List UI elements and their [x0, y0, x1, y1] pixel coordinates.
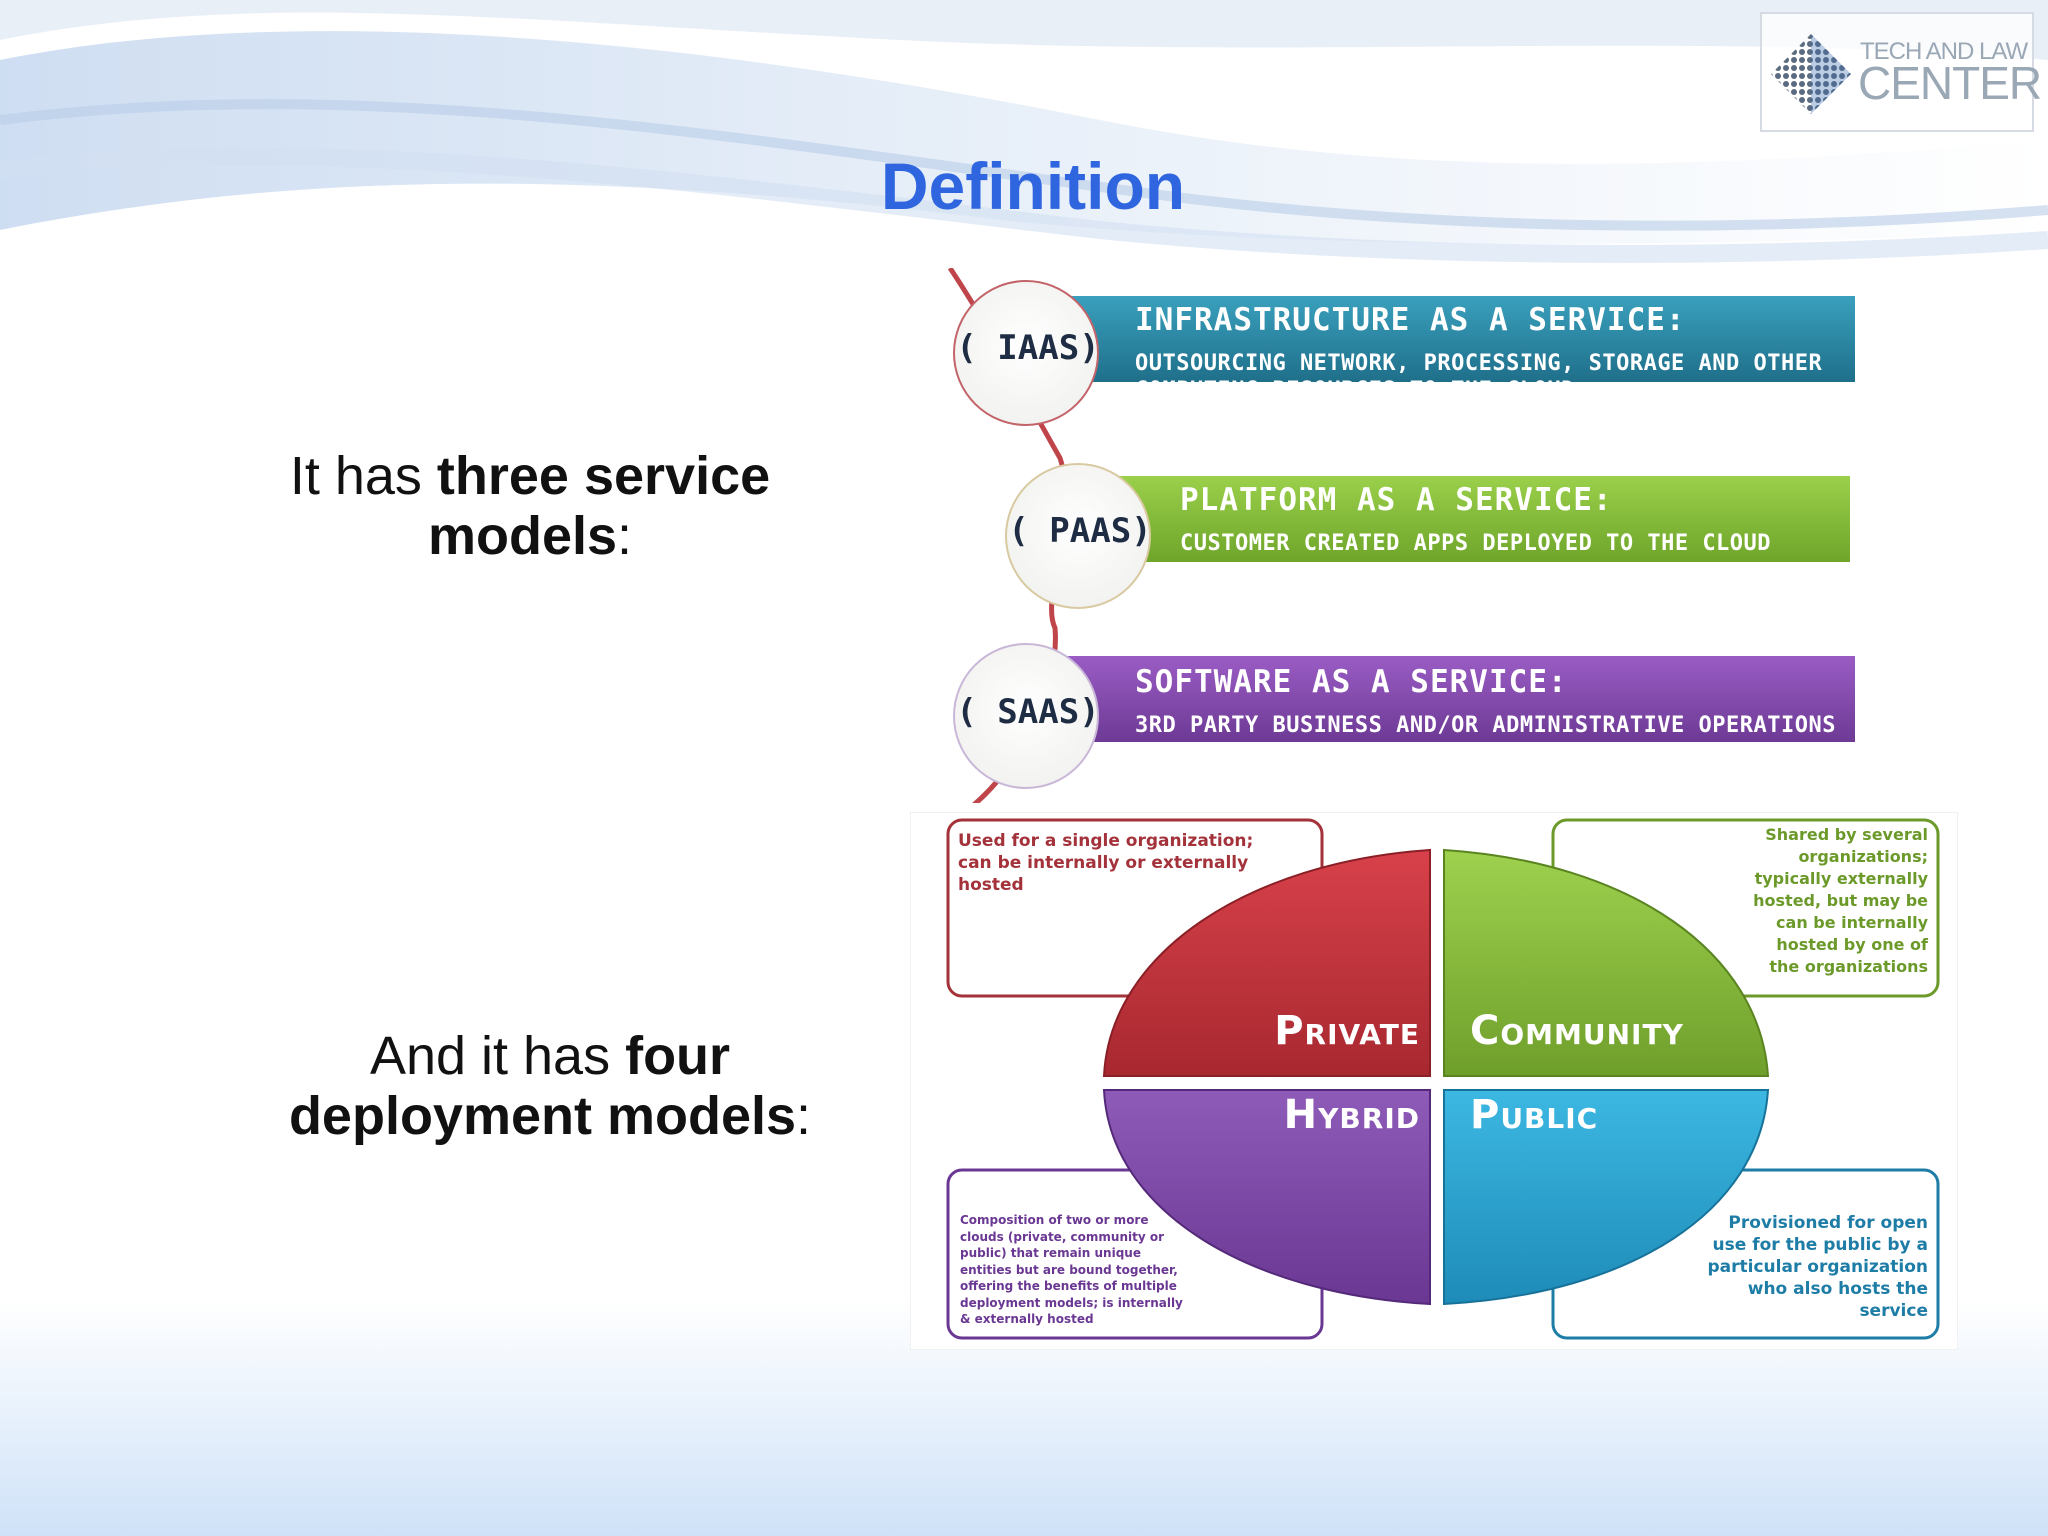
saas-heading: SOFTWARE AS A SERVICE: [1135, 664, 1568, 700]
paas-desc-1: CUSTOMER CREATED APPS DEPLOYED TO THE CL… [1180, 531, 1772, 556]
iaas-heading: INFRASTRUCTURE AS A SERVICE: [1135, 302, 1686, 338]
public-desc-line: service [1859, 1301, 1928, 1321]
service-models-diagram: ( IAAS) ( PAAS) ( SAAS) INFRASTRUCTURE A… [910, 268, 1950, 803]
service-models-caption: It has three service models: [230, 446, 830, 566]
hybrid-desc-line: clouds (private, community or [960, 1229, 1165, 1244]
slide-title: Definition [880, 149, 1186, 223]
hybrid-desc-line: Composition of two or more [960, 1213, 1149, 1227]
public-desc-line: Provisioned for open [1728, 1213, 1928, 1233]
hybrid-label: Hybrid [1283, 1092, 1420, 1138]
community-desc-line: can be internally [1776, 913, 1928, 932]
deploy-caption-pre: And it has [369, 1026, 626, 1086]
paas-abbr: ( PAAS) [1008, 511, 1152, 551]
iaas-desc-2: COMPUTING RESOURCES TO THE CLOUD [1135, 378, 1575, 403]
hybrid-desc-line: offering the benefits of multiple [960, 1279, 1177, 1293]
community-desc-line: typically externally [1754, 869, 1928, 888]
public-desc-line: particular organization [1707, 1257, 1929, 1277]
saas-desc-2: DEPLOYED VIA THE CLOUD [1135, 740, 1438, 765]
hybrid-desc-line: deployment models; is internally [960, 1295, 1183, 1310]
iaas-band [1020, 296, 1855, 382]
community-quadrant [1443, 848, 1770, 1077]
community-desc-line: organizations; [1798, 847, 1928, 866]
saas-band [1020, 656, 1855, 742]
saas-circle [953, 643, 1099, 789]
community-desc-line: Shared by several [1765, 825, 1928, 844]
community-desc-line: hosted, but may be [1753, 891, 1928, 910]
paas-heading: PLATFORM AS A SERVICE: [1180, 482, 1613, 518]
iaas-circle [953, 280, 1099, 426]
deploy-caption-bold: four deployment models [288, 1026, 797, 1146]
iaas-desc-1: OUTSOURCING NETWORK, PROCESSING, STORAGE… [1135, 351, 1823, 376]
community-desc-line: hosted by one of [1776, 935, 1928, 954]
deployment-models-caption: And it has four deployment models: [240, 1026, 860, 1146]
saas-desc-1: 3RD PARTY BUSINESS AND/OR ADMINISTRATIVE… [1135, 713, 1837, 738]
paas-text: PLATFORM AS A SERVICE: CUSTOMER CREATED … [1180, 482, 1771, 557]
community-label: Community [1470, 1008, 1684, 1054]
deploy-caption-post: : [796, 1086, 812, 1146]
public-desc: Provisioned for open use for the public … [1610, 1212, 1929, 1322]
public-label: Public [1470, 1092, 1599, 1138]
private-desc-line: hosted [958, 875, 1024, 895]
private-desc: Used for a single organization; can be i… [958, 830, 1253, 896]
hybrid-desc-line: entities but are bound together, [960, 1262, 1178, 1277]
paas-band [1060, 476, 1850, 562]
public-desc-line: who also hosts the [1747, 1279, 1928, 1299]
paas-circle [1005, 463, 1151, 609]
public-desc-line: use for the public by a [1712, 1235, 1928, 1255]
community-desc-line: the organizations [1769, 957, 1928, 976]
iaas-text: INFRASTRUCTURE AS A SERVICE: OUTSOURCING… [1135, 302, 1822, 404]
saas-text: SOFTWARE AS A SERVICE: 3RD PARTY BUSINES… [1135, 664, 1836, 766]
deployment-models-diagram: Private Community Hybrid Public Used for… [910, 812, 1958, 1350]
logo-line2: CENTER [1858, 57, 2042, 109]
tech-and-law-center-logo: TECH AND LAW CENTER [1760, 12, 2042, 132]
saas-abbr: ( SAAS) [956, 692, 1100, 732]
private-desc-line: can be internally or externally [958, 853, 1249, 873]
logo-line1: TECH AND LAW [1860, 38, 2028, 65]
iaas-abbr: ( IAAS) [956, 328, 1100, 368]
service-caption-bold: three service models [427, 446, 771, 566]
service-caption-post: : [617, 506, 633, 566]
hybrid-desc-line: & externally hosted [960, 1312, 1094, 1326]
private-desc-line: Used for a single organization; [958, 831, 1254, 851]
private-label: Private [1274, 1008, 1420, 1054]
hybrid-desc-line: public) that remain unique [960, 1246, 1141, 1260]
public-quadrant [1443, 1089, 1770, 1306]
private-quadrant [1102, 848, 1431, 1077]
hybrid-quadrant [1102, 1089, 1431, 1306]
service-caption-pre: It has [289, 446, 437, 506]
globe-grid-icon [1771, 34, 1851, 114]
community-desc: Shared by several organizations; typical… [1650, 824, 1928, 978]
hybrid-desc: Composition of two or more clouds (priva… [960, 1212, 1183, 1328]
